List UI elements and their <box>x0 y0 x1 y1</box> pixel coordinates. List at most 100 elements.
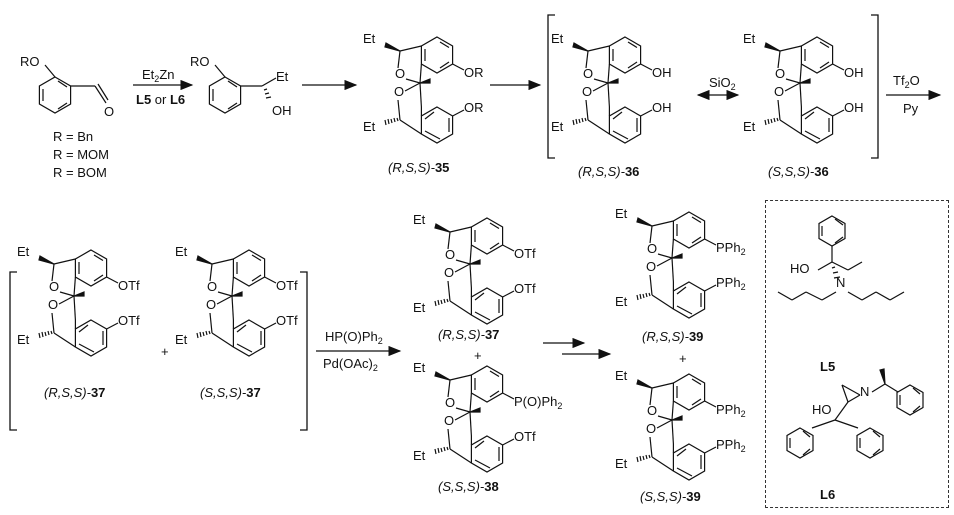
plus-sign: + <box>161 344 169 359</box>
substituent-bottom: OTf <box>514 429 536 444</box>
oxygen-label: O <box>48 297 59 312</box>
substituent-top: PPh2 <box>716 240 746 257</box>
substituent-bottom: PPh2 <box>716 275 746 292</box>
compound-label: (R,S,S)-36 <box>578 164 640 179</box>
substituent-top: OH <box>844 65 864 80</box>
plus-sign: + <box>474 348 482 363</box>
et-label: Et <box>615 368 628 383</box>
l6-ho-label: HO <box>812 402 832 417</box>
et-label: Et <box>413 212 426 227</box>
aldehyde-ro-label: RO <box>20 54 40 69</box>
et-label: Et <box>17 332 30 347</box>
reagent-py: Py <box>903 101 919 116</box>
spiroketal-skeleton <box>196 249 277 357</box>
oxygen-label: O <box>647 241 658 256</box>
et-label: Et <box>17 244 30 259</box>
reagent-et2zn: Et2Zn <box>142 67 175 84</box>
spiroketal-skeleton <box>38 249 119 357</box>
r-option: R = Bn <box>53 129 94 144</box>
et-label: Et <box>615 294 628 309</box>
reagent-tf2o: Tf2O <box>893 73 920 90</box>
compound-label: (R,S,S)-35 <box>388 160 450 175</box>
substituent-top: OTf <box>118 278 140 293</box>
reagent-hpoph2: HP(O)Ph2 <box>325 329 383 346</box>
substituent-top: OR <box>464 65 484 80</box>
oxygen-label: O <box>395 66 406 81</box>
oxygen-label: O <box>444 413 455 428</box>
reagent-ligands: L5 or L6 <box>136 92 186 107</box>
alcohol-et-label: Et <box>276 69 289 84</box>
oxygen-label: O <box>206 297 217 312</box>
oxygen-label: O <box>646 259 657 274</box>
oxygen-label: O <box>647 403 658 418</box>
oxygen-label: O <box>394 84 405 99</box>
spiroketal-skeleton <box>764 36 845 144</box>
substituent-top: OTf <box>276 278 298 293</box>
oxygen-label: O <box>444 265 455 280</box>
et-label: Et <box>413 300 426 315</box>
et-label: Et <box>551 119 564 134</box>
substituent-bottom: OH <box>844 100 864 115</box>
substituent-top: P(O)Ph2 <box>514 394 563 411</box>
l6-label: L6 <box>820 487 836 502</box>
l6-n-label: N <box>860 384 870 399</box>
substituent-bottom: OR <box>464 100 484 115</box>
spiroketal-skeleton <box>434 217 515 325</box>
spiroketal-skeleton <box>572 36 653 144</box>
aldehyde-o-label: O <box>104 104 115 119</box>
compound-label: (R,S,S)-37 <box>438 327 500 342</box>
substituent-top: PPh2 <box>716 402 746 419</box>
l5-label: L5 <box>820 359 836 374</box>
r-option: R = BOM <box>53 165 107 180</box>
et-label: Et <box>743 31 756 46</box>
substituent-top: OH <box>652 65 672 80</box>
oxygen-label: O <box>582 84 593 99</box>
spiroketal-skeleton <box>434 365 515 473</box>
substituent-bottom: OTf <box>276 313 298 328</box>
oxygen-label: O <box>775 66 786 81</box>
et-label: Et <box>615 456 628 471</box>
reagent-pdoac2: Pd(OAc)2 <box>323 356 378 373</box>
substituent-bottom: OTf <box>514 281 536 296</box>
oxygen-label: O <box>774 84 785 99</box>
substituent-bottom: OH <box>652 100 672 115</box>
et-label: Et <box>413 360 426 375</box>
spiroketal-skeleton <box>636 211 717 319</box>
et-label: Et <box>363 31 376 46</box>
reagent-sio2: SiO2 <box>709 75 736 92</box>
et-label: Et <box>743 119 756 134</box>
oxygen-label: O <box>583 66 594 81</box>
et-label: Et <box>551 31 564 46</box>
et-label: Et <box>615 206 628 221</box>
compound-label: (S,S,S)-37 <box>200 385 261 400</box>
et-label: Et <box>175 244 188 259</box>
oxygen-label: O <box>445 395 456 410</box>
et-label: Et <box>413 448 426 463</box>
compound-label: (R,S,S)-37 <box>44 385 106 400</box>
plus-sign: + <box>679 351 687 366</box>
r-option: R = MOM <box>53 147 109 162</box>
substituent-top: OTf <box>514 246 536 261</box>
compound-label: (S,S,S)-39 <box>640 489 701 504</box>
compound-label: (S,S,S)-38 <box>438 479 499 494</box>
spiroketal-skeleton <box>636 373 717 481</box>
oxygen-label: O <box>49 279 60 294</box>
oxygen-label: O <box>445 247 456 262</box>
alcohol-ro-label: RO <box>190 54 210 69</box>
substituent-bottom: OTf <box>118 313 140 328</box>
l5-n-label: N <box>836 275 846 290</box>
ligand-box <box>765 200 949 508</box>
oxygen-label: O <box>207 279 218 294</box>
alcohol-oh-label: OH <box>272 103 292 118</box>
